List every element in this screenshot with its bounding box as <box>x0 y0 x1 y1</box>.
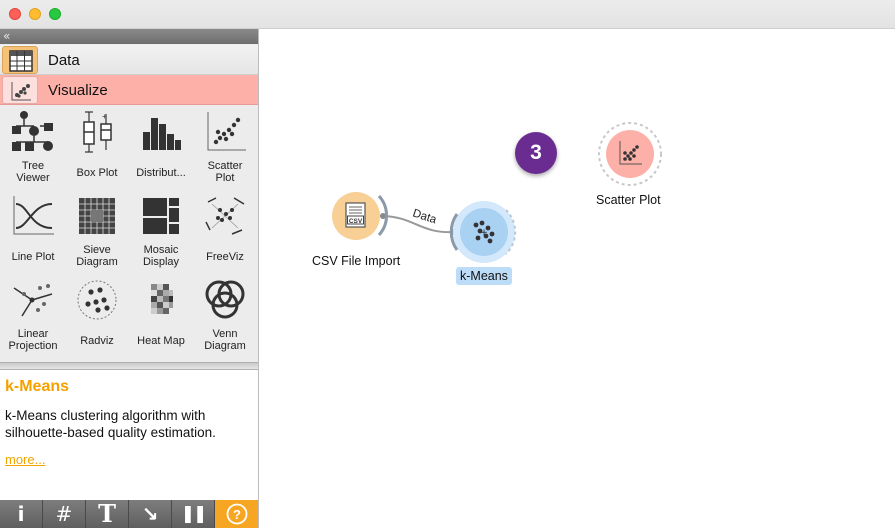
dock-toolbar: i # T ↘ ❚❚ ? <box>0 500 258 528</box>
scatter-icon <box>2 76 38 104</box>
category-label: Data <box>48 52 80 69</box>
node-label-k-means[interactable]: k-Means <box>456 267 512 285</box>
collapse-dock-icon[interactable]: « <box>3 29 11 43</box>
widget-label: Venn Diagram <box>204 328 246 352</box>
line-plot-icon <box>10 194 56 238</box>
radviz-icon <box>74 278 120 322</box>
dock-header: « <box>0 29 258 44</box>
widget-scatter-plot[interactable]: Scatter Plot <box>193 106 257 190</box>
widget-tree-viewer[interactable]: Tree Viewer <box>1 106 65 190</box>
tree-viewer-icon <box>10 110 56 154</box>
window-titlebar <box>0 0 895 29</box>
box-plot-icon: + <box>74 110 120 154</box>
pause-button[interactable]: ❚❚ <box>172 500 215 528</box>
scatter-plot-icon <box>202 110 248 154</box>
grid-button[interactable]: # <box>43 500 86 528</box>
sieve-diagram-icon <box>74 194 120 238</box>
widget-heat-map[interactable]: Heat Map <box>129 274 193 358</box>
help-title: k-Means <box>5 378 70 395</box>
zoom-window-button[interactable] <box>49 8 61 20</box>
link-start-anchor <box>380 213 386 219</box>
category-label: Visualize <box>48 82 108 99</box>
widget-label: Line Plot <box>11 251 55 263</box>
freeviz-icon <box>202 194 248 238</box>
svg-text:?: ? <box>233 507 241 522</box>
mosaic-display-icon <box>138 194 184 238</box>
close-window-button[interactable] <box>9 8 21 20</box>
heat-map-icon <box>138 278 184 322</box>
step-badge: 3 <box>515 132 557 174</box>
node-k-means: + <box>449 201 517 263</box>
widget-label: Heat Map <box>137 335 185 347</box>
linear-projection-icon <box>10 278 56 322</box>
dock-splitter[interactable] <box>0 362 258 370</box>
help-panel: k-Means k-Means clustering algorithm wit… <box>0 370 258 500</box>
minimize-window-button[interactable] <box>29 8 41 20</box>
help-more-link[interactable]: more... <box>5 452 46 467</box>
node-csv-file-import: CSV <box>332 192 389 240</box>
widget-freeviz[interactable]: FreeViz <box>193 190 257 274</box>
table-icon <box>2 46 38 74</box>
widget-label: FreeViz <box>206 251 244 263</box>
text-annotation-button[interactable]: T <box>86 500 129 528</box>
help-description: k-Means clustering algorithm with silhou… <box>5 408 216 440</box>
widget-label: Linear Projection <box>8 328 58 352</box>
grid-icon: # <box>55 502 73 526</box>
widget-radviz[interactable]: Radviz <box>65 274 129 358</box>
svg-text:+: + <box>480 228 488 238</box>
help-button[interactable]: ? <box>215 500 258 528</box>
widget-distributions[interactable]: Distribut... <box>129 106 193 190</box>
svg-text:CSV: CSV <box>349 218 363 225</box>
widget-label: Radviz <box>80 335 114 347</box>
venn-diagram-icon <box>202 278 248 322</box>
distributions-icon <box>138 110 184 154</box>
help-icon: ? <box>215 500 258 528</box>
info-button[interactable]: i <box>0 500 43 528</box>
pause-icon: ❚❚ <box>180 504 208 524</box>
node-scatter-plot <box>598 122 662 186</box>
link-line <box>382 215 456 234</box>
widget-box-plot[interactable]: + Box Plot <box>65 106 129 190</box>
widget-line-plot[interactable]: Line Plot <box>1 190 65 274</box>
widget-label: Box Plot <box>76 167 118 179</box>
widget-dock: « Data Visualize <box>0 29 259 528</box>
category-visualize[interactable]: Visualize <box>0 75 258 105</box>
widget-mosaic-display[interactable]: Mosaic Display <box>129 190 193 274</box>
widget-label: Distribut... <box>136 167 186 179</box>
widget-sieve-diagram[interactable]: Sieve Diagram <box>65 190 129 274</box>
widget-linear-projection[interactable]: Linear Projection <box>1 274 65 358</box>
widget-label: Sieve Diagram <box>76 244 118 268</box>
text-icon: T <box>98 499 116 528</box>
widget-venn-diagram[interactable]: Venn Diagram <box>193 274 257 358</box>
widget-label: Scatter Plot <box>207 160 243 184</box>
category-data[interactable]: Data <box>0 45 258 75</box>
widget-grid: Tree Viewer + Box Plot <box>0 106 258 364</box>
svg-text:+: + <box>102 112 107 121</box>
workflow-canvas[interactable]: CSV + Data CSV File Import k-Means <box>260 29 895 528</box>
widget-label: Mosaic Display <box>142 244 180 268</box>
node-label-scatter-plot[interactable]: Scatter Plot <box>596 193 661 207</box>
info-icon: i <box>17 502 25 526</box>
arrow-annotation-button[interactable]: ↘ <box>129 500 172 528</box>
widget-label: Tree Viewer <box>16 160 50 184</box>
arrow-icon: ↘ <box>141 502 159 526</box>
node-label-csv-file-import[interactable]: CSV File Import <box>312 254 401 268</box>
